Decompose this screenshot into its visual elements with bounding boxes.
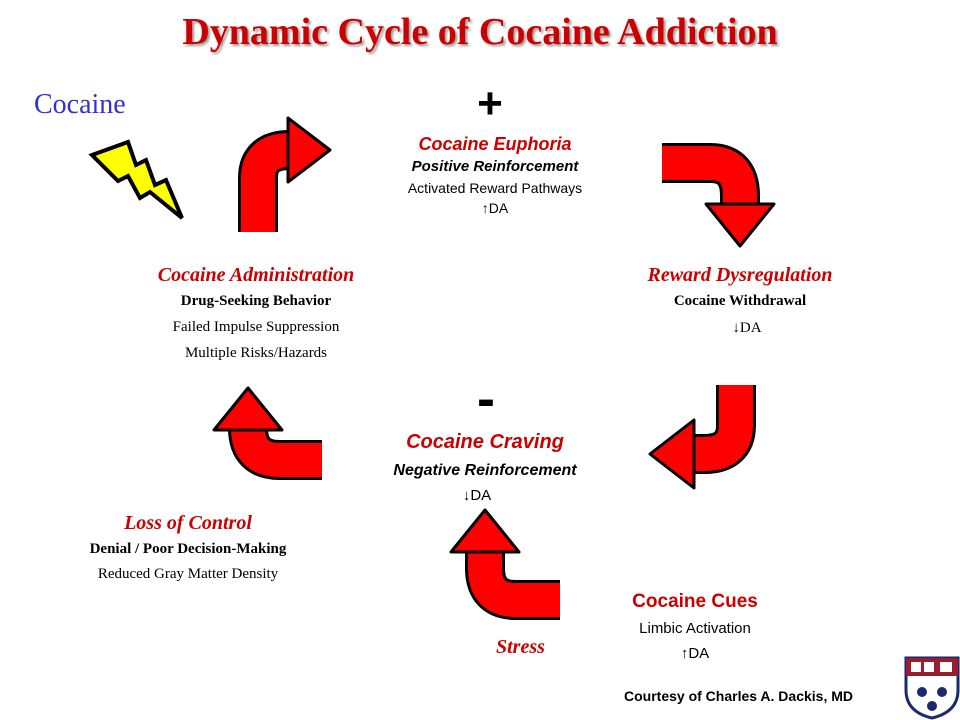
- page-title: Dynamic Cycle of Cocaine Addiction: [182, 11, 778, 53]
- loss-heading: Loss of Control: [124, 512, 252, 534]
- craving-line2: ↓DA: [462, 487, 492, 504]
- arrow-administration-to-euphoria: [238, 116, 332, 232]
- euphoria-block: Cocaine Euphoria Positive Reinforcement …: [350, 132, 640, 218]
- cues-block: Cocaine Cues Limbic Activation ↑DA: [590, 588, 800, 666]
- euphoria-heading: Cocaine Euphoria: [418, 134, 572, 154]
- administration-heading: Cocaine Administration: [157, 264, 355, 286]
- arrow-dysregulation-to-craving: [648, 385, 756, 490]
- dysregulation-heading: Reward Dysregulation: [647, 264, 833, 286]
- dysregulation-line1: Cocaine Withdrawal: [673, 293, 807, 309]
- university-shield-icon: [904, 656, 960, 720]
- cocaine-label: Cocaine: [34, 89, 126, 120]
- plus-sign: +: [477, 79, 503, 128]
- administration-line1: Drug-Seeking Behavior: [180, 293, 332, 309]
- administration-line3: Multiple Risks/Hazards: [184, 345, 328, 361]
- arrow-euphoria-to-dysregulation: [662, 143, 776, 248]
- administration-block: Cocaine Administration Drug-Seeking Beha…: [106, 262, 406, 366]
- minus-sign: -: [477, 369, 495, 429]
- craving-heading: Cocaine Craving: [406, 431, 564, 453]
- euphoria-line1: Positive Reinforcement: [411, 158, 579, 175]
- euphoria-line2: Activated Reward Pathways: [407, 180, 583, 196]
- craving-line1: Negative Reinforcement: [393, 462, 577, 479]
- cues-line1: Limbic Activation: [639, 620, 751, 637]
- stress-label: Stress: [496, 636, 545, 658]
- loss-line2: Reduced Gray Matter Density: [97, 566, 279, 582]
- dysregulation-block: Reward Dysregulation Cocaine Withdrawal …: [590, 262, 890, 342]
- lightning-bolt-icon: [88, 139, 184, 220]
- administration-line2: Failed Impulse Suppression: [172, 319, 340, 335]
- loss-line1: Denial / Poor Decision-Making: [89, 541, 287, 557]
- euphoria-line3: ↑DA: [481, 200, 509, 216]
- loss-block: Loss of Control Denial / Poor Decision-M…: [38, 510, 338, 586]
- courtesy-credit: Courtesy of Charles A. Dackis, MD: [624, 688, 853, 704]
- craving-block: Cocaine Craving Negative Reinforcement ↓…: [340, 428, 630, 506]
- cues-line2: ↑DA: [680, 645, 710, 662]
- arrow-cues-to-craving: [449, 508, 560, 620]
- cues-heading: Cocaine Cues: [632, 591, 758, 612]
- arrow-loss-to-administration: [212, 386, 322, 480]
- dysregulation-line2: ↓DA: [732, 320, 762, 336]
